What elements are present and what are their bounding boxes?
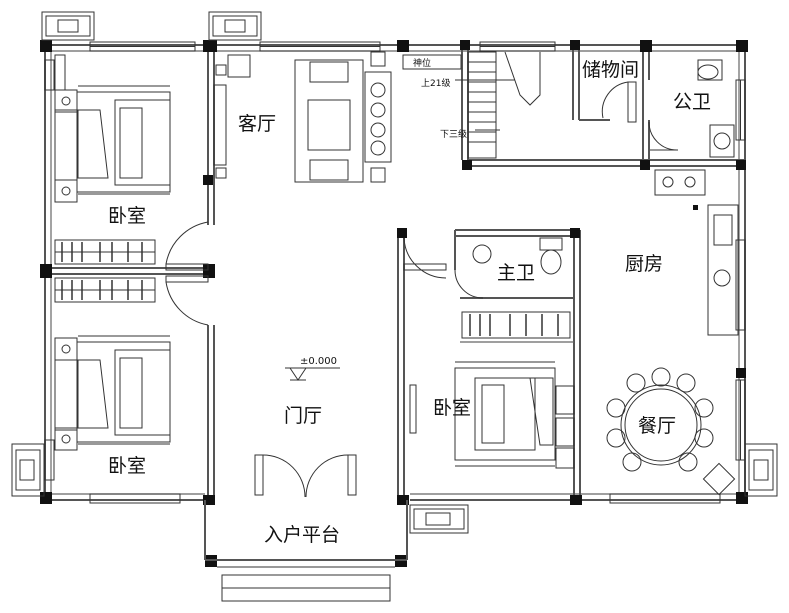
label-public-bath: 公卫 <box>673 91 711 113</box>
interior-walls <box>45 45 745 500</box>
label-living-room: 客厅 <box>238 113 276 135</box>
stairs <box>402 51 541 159</box>
kitchen-counters <box>654 169 739 336</box>
label-dining: 餐厅 <box>638 415 676 437</box>
label-entry-platform: 入户平台 <box>264 524 340 546</box>
windows-right <box>735 79 746 461</box>
bedroom-doors <box>165 221 209 326</box>
columns <box>40 40 748 567</box>
elevation-marker <box>285 367 340 381</box>
label-storage: 储物间 <box>582 59 639 81</box>
label-stairs-up: 上21级 <box>421 77 450 89</box>
label-bedroom-center: 卧室 <box>433 397 471 419</box>
dining-table <box>606 367 736 496</box>
label-elevation: ±0.000 <box>300 356 337 367</box>
label-bedroom-bottom-left: 卧室 <box>108 455 146 477</box>
bed-top-left <box>54 54 171 203</box>
living-room-sofa-set <box>213 51 392 183</box>
master-bath-fixtures <box>454 237 571 339</box>
planter-boxes <box>11 11 778 534</box>
label-foyer: 门厅 <box>284 405 322 427</box>
windows-bottom <box>89 493 721 504</box>
entry-platform <box>204 500 408 602</box>
label-master-bath: 主卫 <box>497 262 535 284</box>
label-stairs-down: 下三级 <box>440 128 467 140</box>
main-entrance-door <box>254 454 357 498</box>
bed-center <box>403 237 575 469</box>
wardrobe-left <box>54 239 156 303</box>
public-bath-fixtures <box>648 59 735 158</box>
bed-bottom-left <box>54 335 171 451</box>
label-shrine: 神位 <box>413 57 431 69</box>
windows-top <box>89 41 556 52</box>
label-bedroom-top-left: 卧室 <box>108 205 146 227</box>
windows-left <box>44 59 55 481</box>
storage-door <box>601 81 637 123</box>
label-kitchen: 厨房 <box>625 253 663 275</box>
